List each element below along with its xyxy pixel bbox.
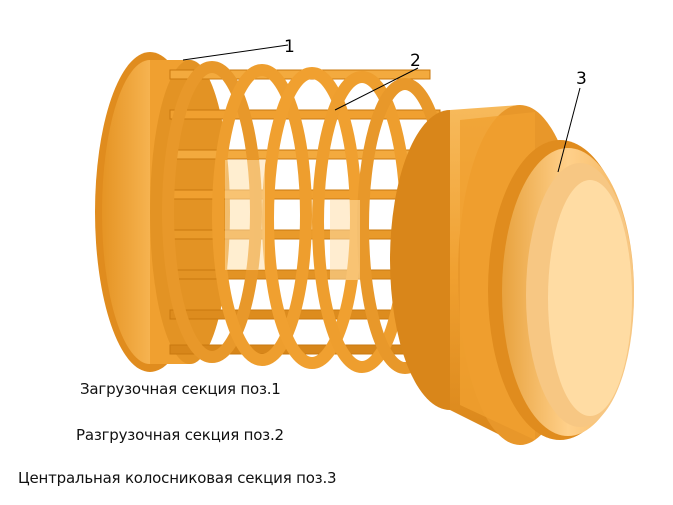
callout-3: 3 [557, 69, 587, 173]
caption-unloading-section: Разгрузочная секция поз.2 [76, 426, 284, 444]
caption-loading-section: Загрузочная секция поз.1 [80, 380, 281, 398]
callout-1-label: 1 [284, 37, 295, 57]
caption-central-grate-section: Центральная колосниковая секция поз.3 [18, 469, 337, 487]
cage-interior [225, 160, 360, 280]
callout-2-label: 2 [410, 51, 421, 71]
callout-3-label: 3 [576, 69, 587, 89]
callout-2: 2 [334, 51, 421, 111]
callout-1: 1 [182, 37, 295, 61]
central-grate-section [488, 140, 634, 440]
